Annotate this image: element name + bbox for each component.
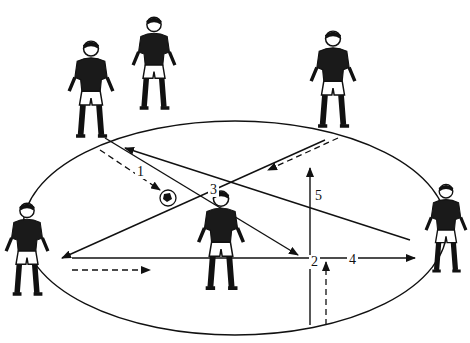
callout-number: 1 bbox=[135, 165, 146, 179]
callout-number: 2 bbox=[309, 255, 320, 269]
pass-arrows bbox=[62, 138, 415, 325]
callout-number: 5 bbox=[313, 189, 324, 203]
players bbox=[6, 17, 466, 294]
run-arrows bbox=[72, 138, 338, 325]
callout-number: 3 bbox=[208, 183, 219, 197]
callout-number: 4 bbox=[347, 253, 358, 267]
ball bbox=[160, 190, 176, 206]
circle-field bbox=[23, 121, 447, 335]
